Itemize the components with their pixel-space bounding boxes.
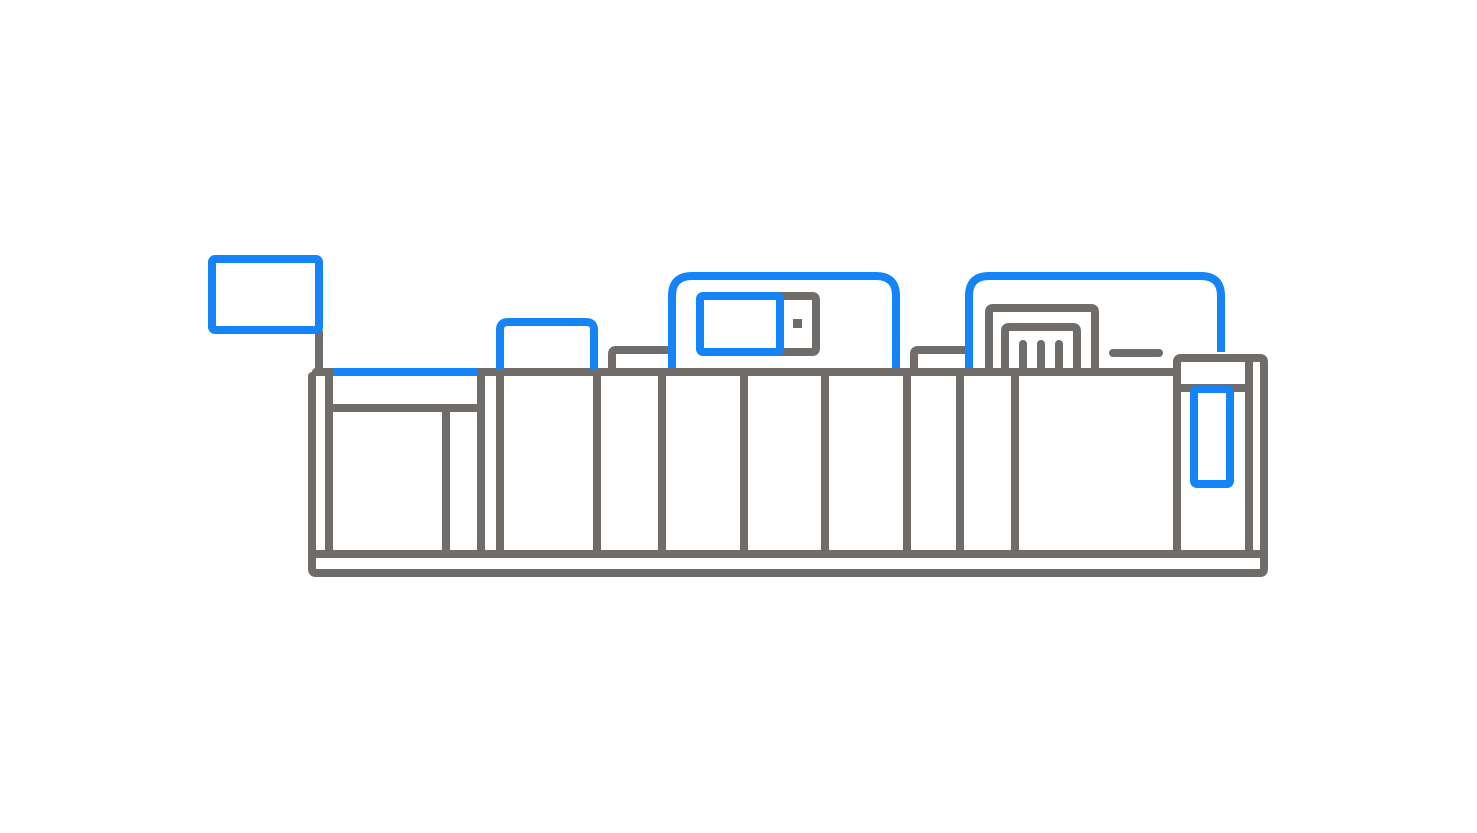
base-outline xyxy=(308,354,1268,577)
machine-base xyxy=(308,354,1268,577)
print-unit-1 xyxy=(668,272,900,368)
display-screen-icon xyxy=(208,255,323,334)
stacker-outer xyxy=(985,304,1099,374)
print-unit-2 xyxy=(965,272,1225,374)
control-panel xyxy=(776,292,820,356)
feeder-flag xyxy=(208,255,477,376)
indicator-light xyxy=(793,319,802,328)
module-tab xyxy=(608,346,672,374)
output-door-icon xyxy=(1190,385,1234,488)
module-dividers xyxy=(325,354,1253,558)
stacker-inner xyxy=(1001,323,1081,374)
print-unit-cover xyxy=(965,272,1225,368)
module-tab xyxy=(910,346,972,374)
module-cover-small xyxy=(496,318,598,370)
print-unit-cover xyxy=(668,272,900,368)
control-screen-icon xyxy=(696,292,784,356)
